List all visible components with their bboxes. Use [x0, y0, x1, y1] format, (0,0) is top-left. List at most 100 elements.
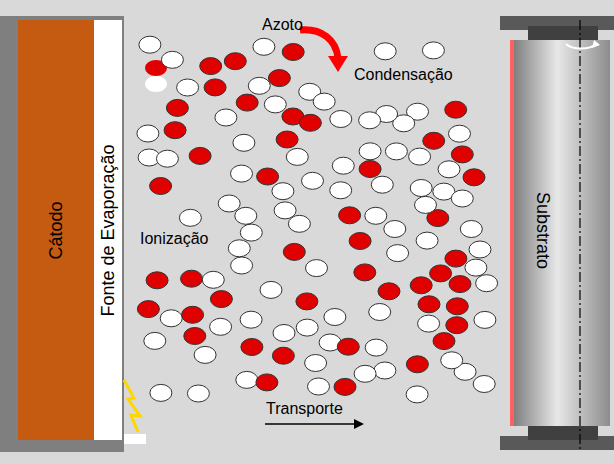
metal-ion: [288, 215, 310, 232]
metal-ion: [218, 195, 240, 212]
metal-ion: [374, 362, 396, 379]
nitrogen-ion: [182, 306, 204, 323]
metal-ion: [240, 311, 262, 328]
nitrogen-ion: [276, 131, 298, 148]
nitrogen-arrow: [328, 56, 348, 72]
metal-ion: [144, 332, 166, 349]
metal-ion: [272, 183, 294, 200]
nitrogen-ion: [166, 99, 188, 116]
nitrogen-ion: [449, 276, 471, 293]
nitrogen-ion: [433, 333, 455, 350]
nitrogen-ion: [406, 356, 428, 373]
evaporation-source: Fonte de Evaporação: [94, 20, 122, 440]
metal-ion: [305, 355, 327, 372]
node-text: Cátodo: [45, 201, 66, 259]
metal-ion: [465, 259, 487, 276]
nitrogen-ion: [349, 233, 371, 250]
metal-ion: [161, 51, 183, 68]
metal-ion: [422, 42, 444, 59]
nitrogen-ion: [430, 265, 452, 282]
nitrogen-ion: [150, 178, 172, 195]
coating-layer: [510, 40, 514, 426]
metal-ion: [235, 207, 257, 224]
metal-ion: [194, 346, 216, 363]
metal-ion: [248, 77, 270, 94]
nitrogen-ion: [236, 94, 258, 111]
nitrogen-ion: [204, 79, 226, 96]
metal-ion: [469, 241, 491, 258]
nitrogen-ion: [257, 168, 279, 185]
metal-ion: [330, 111, 352, 128]
metal-ion: [306, 260, 328, 277]
nitrogen-ion: [463, 169, 485, 186]
metal-ion: [418, 315, 440, 332]
nitrogen-ion: [445, 101, 467, 118]
metal-ion: [296, 319, 318, 336]
nitrogen-ion: [296, 293, 318, 310]
metal-ion: [215, 109, 237, 126]
nitrogen-ion: [354, 264, 376, 281]
nitrogen-ion: [334, 378, 356, 395]
node-text: Substrato: [533, 191, 554, 268]
metal-ion: [231, 257, 253, 274]
metal-ion: [365, 207, 387, 224]
metal-ion: [441, 352, 463, 369]
nitrogen-ion: [418, 296, 440, 313]
metal-ion: [332, 157, 354, 174]
arc-spark: [124, 380, 140, 432]
nitrogen-ion: [283, 243, 305, 260]
metal-ion: [240, 224, 262, 241]
bearing: [528, 26, 598, 40]
bearing: [528, 426, 598, 440]
process-label: Transporte: [266, 400, 343, 418]
metal-ion: [179, 209, 201, 226]
nitrogen-arrow: [300, 30, 338, 58]
metal-ion: [160, 310, 182, 327]
nitrogen-ion: [224, 53, 246, 70]
metal-ion: [460, 221, 482, 238]
metal-ion: [233, 134, 255, 151]
metal-ion: [273, 325, 295, 342]
nitrogen-ion: [446, 317, 468, 334]
metal-ion: [286, 148, 308, 165]
metal-ion: [264, 96, 286, 113]
nitrogen-ion: [410, 277, 432, 294]
metal-ion: [474, 311, 496, 328]
metal-ion: [202, 271, 224, 288]
metal-ion: [369, 304, 391, 321]
nitrogen-ion: [137, 301, 159, 318]
process-label: Ionização: [140, 230, 209, 248]
metal-ion: [409, 148, 431, 165]
metal-ion: [260, 281, 282, 298]
metal-ion: [451, 190, 473, 207]
nitrogen-ion: [337, 338, 359, 355]
metal-ion: [359, 112, 381, 129]
metal-ion: [313, 93, 335, 110]
nitrogen-ion: [359, 161, 381, 178]
cathode-bar: Cátodo: [18, 20, 94, 440]
metal-ion: [354, 365, 376, 382]
nitrogen-ion: [256, 374, 278, 391]
substrate: Substrato: [516, 60, 570, 400]
substrate-cylinder: [514, 40, 610, 426]
metal-ion: [228, 240, 250, 257]
metal-ion: [236, 371, 258, 388]
node-text: Fonte de Evaporação: [98, 144, 119, 316]
metal-ion: [449, 125, 471, 142]
nitrogen-ion: [339, 207, 361, 224]
metal-ion: [150, 384, 172, 401]
nitrogen-ion: [446, 298, 468, 315]
metal-ion: [416, 232, 438, 249]
metal-ion: [415, 196, 437, 213]
metal-ion: [253, 38, 275, 55]
metal-ion: [374, 43, 396, 60]
nitrogen-ion: [184, 328, 206, 345]
metal-ion: [177, 79, 199, 96]
metal-ion: [365, 339, 387, 356]
housing: [0, 16, 124, 452]
metal-ion: [274, 202, 296, 219]
metal-ion: [330, 182, 352, 199]
nitrogen-ion: [164, 122, 186, 139]
metal-ion: [156, 150, 178, 167]
nitrogen-ion: [268, 70, 290, 87]
